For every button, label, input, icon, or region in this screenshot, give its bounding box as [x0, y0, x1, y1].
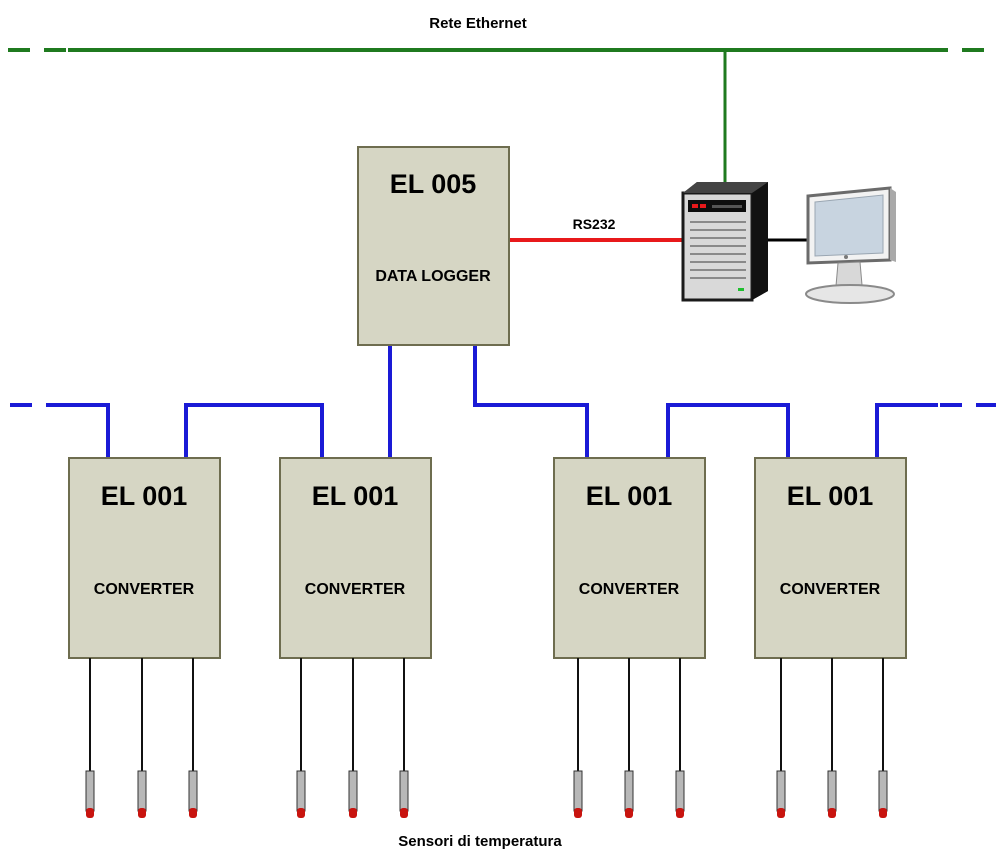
- sensor-sheath: [624, 770, 634, 812]
- ethernet-network: Rete Ethernet: [8, 15, 996, 182]
- sensor-sheath: [348, 770, 358, 812]
- server-led: [700, 204, 706, 208]
- converter-function: CONVERTER: [94, 581, 195, 598]
- temperature-probe-icon: [188, 658, 198, 818]
- converter-model: EL 001: [312, 481, 399, 511]
- server-slot: [712, 205, 742, 208]
- sensor-tip: [777, 808, 785, 818]
- bus-right-drop: [875, 403, 938, 458]
- sensor-tip: [574, 808, 582, 818]
- rs232-label: RS232: [573, 216, 616, 232]
- data-logger-model: EL 005: [390, 169, 477, 199]
- server-vents: [690, 221, 746, 279]
- temperature-probe-icon: [827, 658, 837, 818]
- server-power-led: [738, 288, 744, 291]
- monitor-icon: [805, 186, 896, 304]
- sensor-tip: [189, 808, 197, 818]
- sensor-sheath: [878, 770, 888, 812]
- temperature-probe-icon: [137, 658, 147, 818]
- temperature-probe-icon: [85, 658, 95, 818]
- converter-function: CONVERTER: [305, 581, 406, 598]
- converter-body: [754, 457, 907, 659]
- converter-box-2: EL 001 CONVERTER: [279, 457, 432, 659]
- sensor-tip: [676, 808, 684, 818]
- sensors-label: Sensori di temperatura: [398, 833, 562, 850]
- server-side: [752, 182, 768, 300]
- temperature-probe-icon: [399, 658, 409, 818]
- converter-model: EL 001: [787, 481, 874, 511]
- sensor-sheath: [675, 770, 685, 812]
- bus-link-1-2: [184, 403, 324, 458]
- bus-link-3-4: [666, 403, 790, 458]
- sensor-tip: [625, 808, 633, 818]
- server-top: [683, 182, 768, 193]
- sensor-tip: [138, 808, 146, 818]
- sensor-tip: [879, 808, 887, 818]
- monitor-power-button: [844, 255, 848, 259]
- temperature-probe-icon: [878, 658, 888, 818]
- converter-function: CONVERTER: [780, 581, 881, 598]
- sensor-sheath: [399, 770, 409, 812]
- server-tower-icon: [681, 182, 768, 302]
- server-led: [692, 204, 698, 208]
- converter-body: [68, 457, 221, 659]
- sensor-sheath: [137, 770, 147, 812]
- temperature-probe-icon: [296, 658, 306, 818]
- monitor-base: [805, 284, 895, 304]
- sensor-sheath: [296, 770, 306, 812]
- temperature-probe-icon: [573, 658, 583, 818]
- sensor-sheath: [573, 770, 583, 812]
- sensor-tip: [828, 808, 836, 818]
- temperature-probe-icon: [348, 658, 358, 818]
- converter-model: EL 001: [586, 481, 673, 511]
- bus-left-drop: [60, 403, 110, 458]
- sensor-bus: [10, 345, 996, 458]
- sensor-tip: [349, 808, 357, 818]
- sensor-sheath: [776, 770, 786, 812]
- data-logger-box: EL 005 DATA LOGGER: [357, 146, 510, 346]
- ethernet-label: Rete Ethernet: [429, 15, 527, 32]
- bus-logger-right: [473, 345, 589, 458]
- converter-box-4: EL 001 CONVERTER: [754, 457, 907, 659]
- sensor-sheath: [827, 770, 837, 812]
- sensor-tip: [400, 808, 408, 818]
- sensor-tip: [297, 808, 305, 818]
- temperature-probe-icon: [675, 658, 685, 818]
- monitor-screen: [814, 194, 884, 257]
- rs232-link: RS232: [509, 216, 683, 242]
- converter-body: [553, 457, 706, 659]
- converter-model: EL 001: [101, 481, 188, 511]
- data-logger-body: [357, 146, 510, 346]
- converter-function: CONVERTER: [579, 581, 680, 598]
- data-logger-function: DATA LOGGER: [375, 268, 491, 285]
- sensor-sheath: [188, 770, 198, 812]
- temperature-probe-icon: [624, 658, 634, 818]
- monitor-side: [890, 188, 896, 262]
- temperature-probe-icon: [776, 658, 786, 818]
- sensor-sheath: [85, 770, 95, 812]
- monitor-neck: [835, 261, 863, 287]
- converter-box-1: EL 001 CONVERTER: [68, 457, 221, 659]
- converter-box-3: EL 001 CONVERTER: [553, 457, 706, 659]
- sensor-tip: [86, 808, 94, 818]
- temperature-sensors: [85, 658, 888, 818]
- converter-body: [279, 457, 432, 659]
